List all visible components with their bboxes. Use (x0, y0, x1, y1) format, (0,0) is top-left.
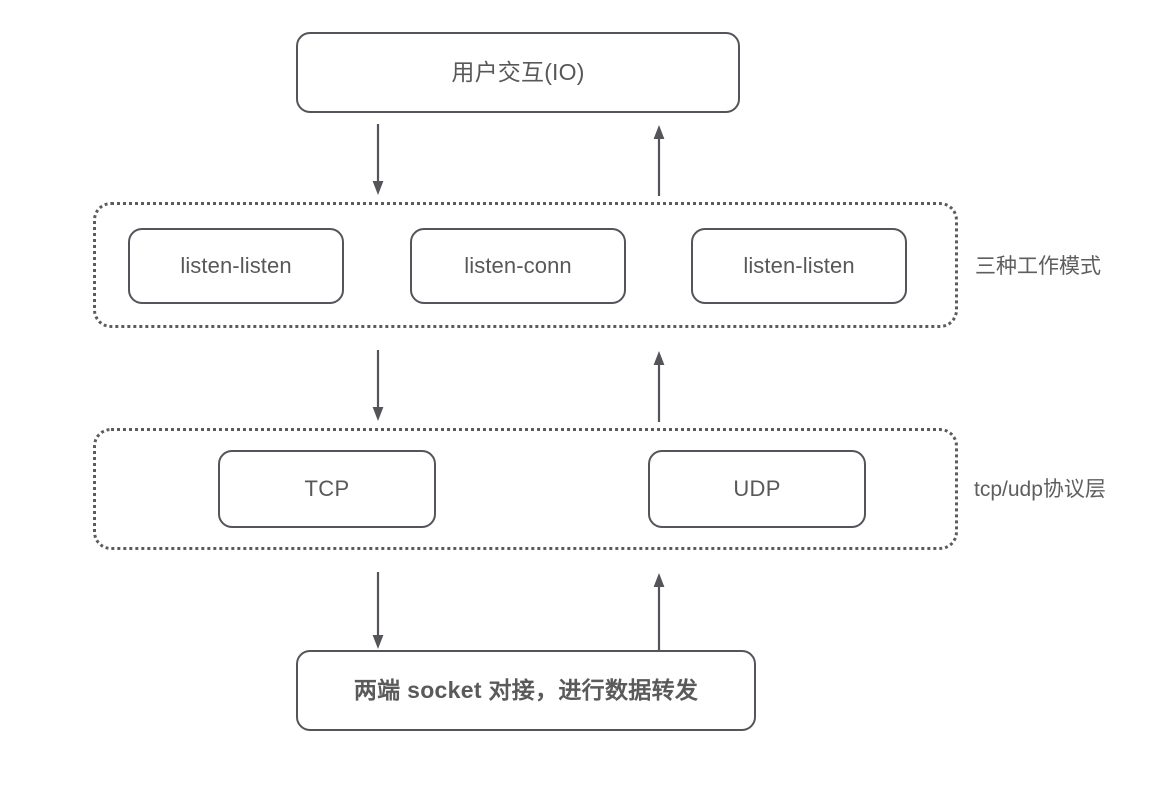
caption-work-modes: 三种工作模式 (975, 255, 1101, 278)
arrow-modes-to-io (651, 124, 667, 196)
node-label: listen-listen (743, 252, 855, 278)
node-label: TCP (304, 475, 350, 501)
node-label: listen-listen (180, 252, 292, 278)
caption-protocol-layer: tcp/udp协议层 (974, 478, 1106, 501)
group-work-modes (93, 202, 958, 328)
node-label: UDP (733, 475, 781, 501)
node-label: 用户交互(IO) (451, 58, 585, 85)
arrow-io-to-modes (370, 124, 386, 196)
node-protocol-tcp[interactable]: TCP (218, 450, 436, 528)
node-protocol-udp[interactable]: UDP (648, 450, 866, 528)
arrow-modes-to-proto (370, 350, 386, 422)
node-mode-listen-listen-2[interactable]: listen-listen (691, 228, 907, 304)
node-mode-listen-listen-1[interactable]: listen-listen (128, 228, 344, 304)
node-mode-listen-conn[interactable]: listen-conn (410, 228, 626, 304)
arrow-proto-to-modes (651, 350, 667, 422)
node-label: listen-conn (464, 252, 572, 278)
group-protocol-layer (93, 428, 958, 550)
node-user-interaction-io[interactable]: 用户交互(IO) (296, 32, 740, 113)
node-label: 两端 socket 对接，进行数据转发 (353, 676, 699, 703)
arrow-proto-to-socket (370, 572, 386, 650)
arrow-socket-to-proto (651, 572, 667, 650)
node-socket-forwarding[interactable]: 两端 socket 对接，进行数据转发 (296, 650, 756, 731)
